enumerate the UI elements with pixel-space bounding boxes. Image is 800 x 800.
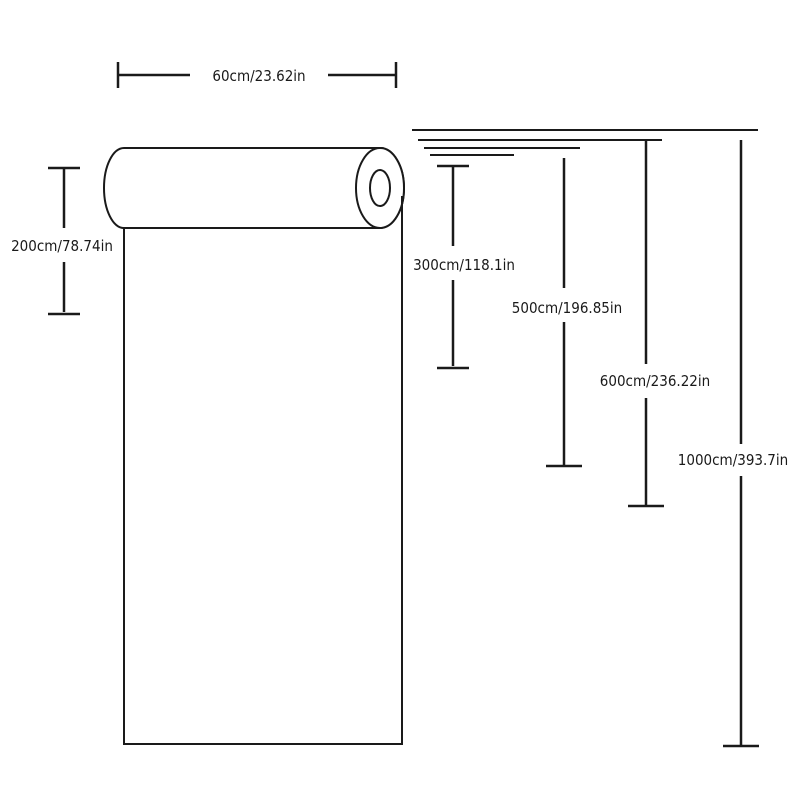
length-1000-dimension	[723, 140, 759, 748]
length-600-label: 600cm/236.22in	[600, 372, 710, 390]
length-500-dimension	[546, 158, 582, 468]
length-reference-lines	[412, 129, 758, 156]
length-1000-label: 1000cm/393.7in	[678, 451, 788, 469]
length-600-dimension	[628, 140, 664, 508]
length-300-dimension	[437, 164, 469, 370]
width-dimension	[116, 62, 398, 88]
height-dimension	[48, 166, 80, 316]
roll-cylinder	[103, 147, 405, 229]
length-300-label: 300cm/118.1in	[413, 256, 515, 274]
width-label: 60cm/23.62in	[212, 67, 305, 85]
height-label: 200cm/78.74in	[11, 237, 113, 255]
unrolled-sheet	[123, 196, 403, 745]
length-500-label: 500cm/196.85in	[512, 299, 622, 317]
